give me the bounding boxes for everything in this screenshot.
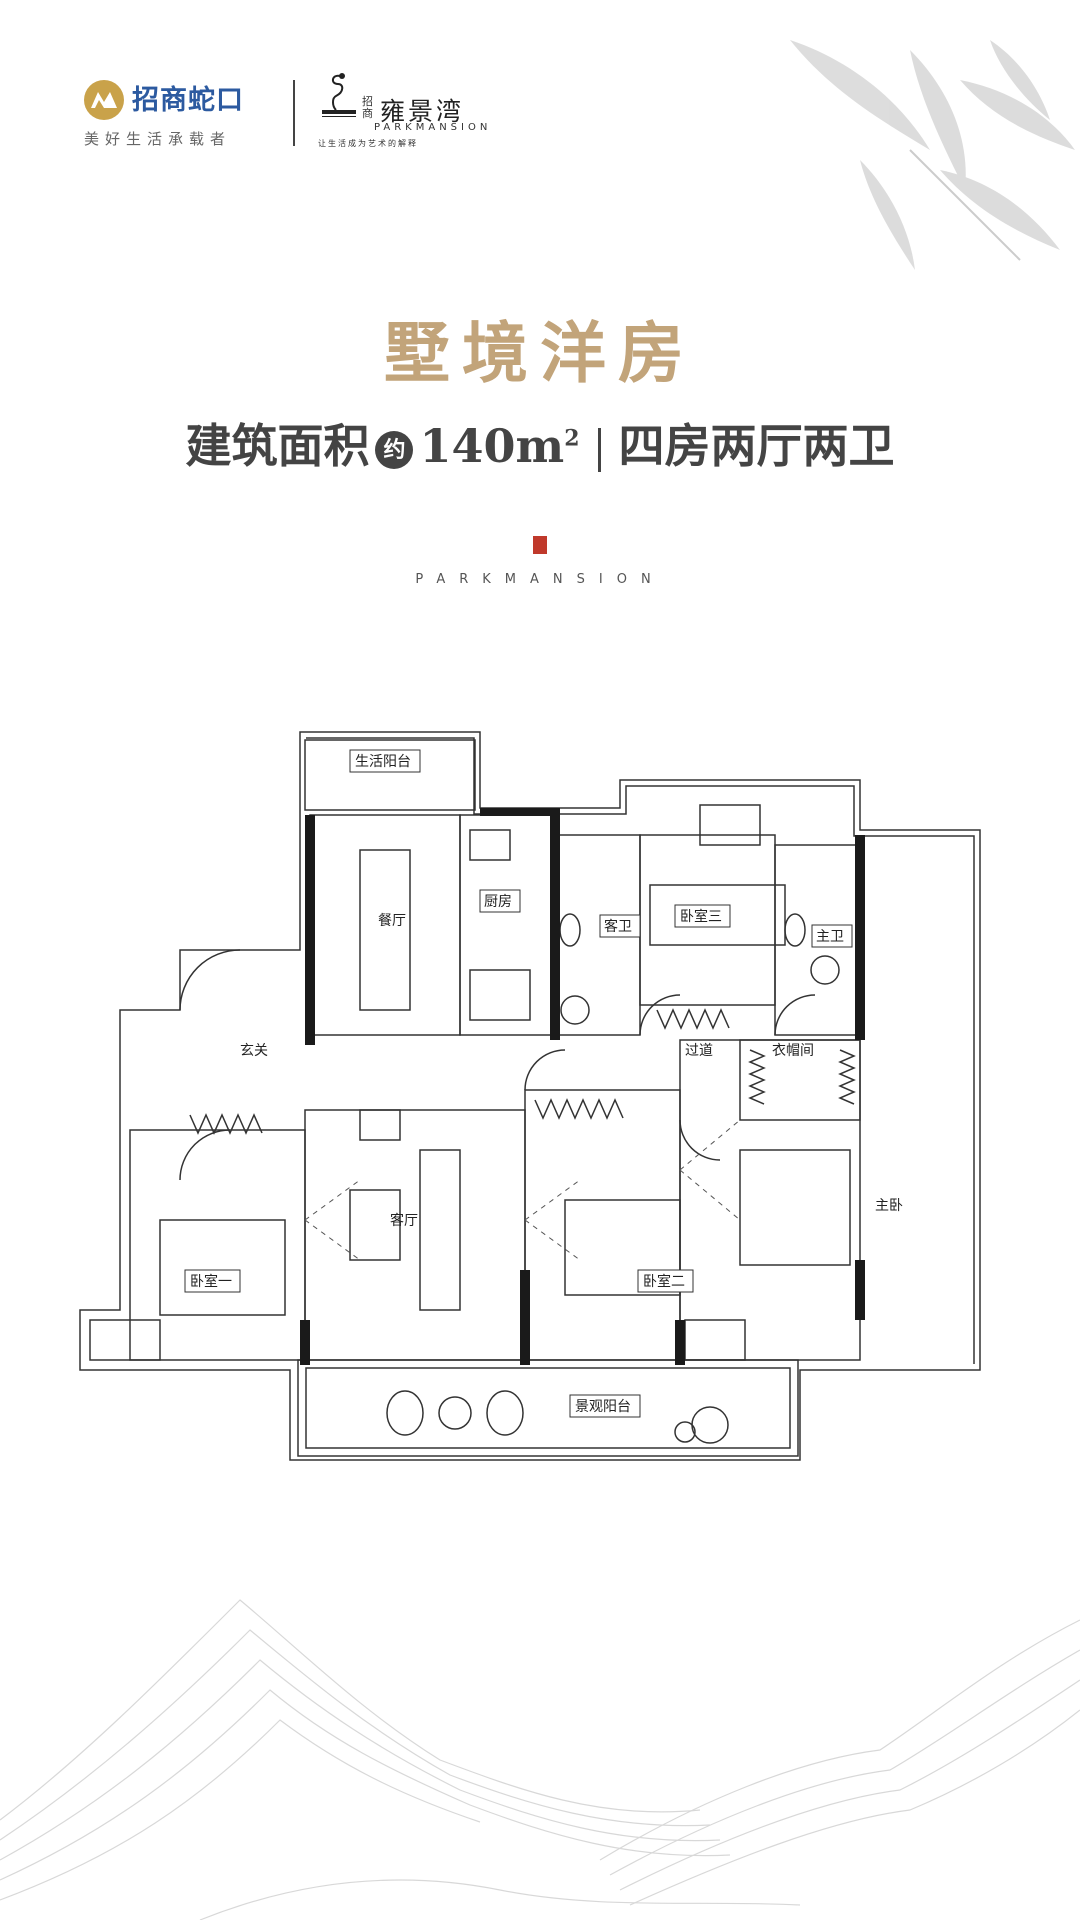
developer-brand: 招商蛇口 美好生活承载者 (82, 76, 282, 148)
view-balcony-outline (297, 1359, 799, 1457)
utility-balcony-outline (304, 739, 476, 811)
approx-badge: 约 (375, 431, 414, 469)
master-bedroom-outline (679, 1039, 861, 1361)
main-title: 墅境洋房 (384, 314, 696, 392)
project-prefix: 招商 (362, 95, 373, 120)
area-label: 建筑面积 (185, 419, 370, 473)
project-name: 雍景湾 (380, 97, 465, 126)
english-brand-line: PARKMANSION (415, 572, 665, 587)
crane-logo-icon (322, 73, 356, 117)
room-label-bedroom3: 卧室三 (680, 908, 722, 925)
brand-slogan: 美好生活承载者 (84, 130, 232, 148)
room-label-utility-balcony: 生活阳台 (355, 754, 411, 770)
bedroom2-outline (524, 1089, 681, 1361)
bamboo-leaves-decoration (790, 40, 1075, 270)
room-label-bedroom2: 卧室二 (643, 1273, 685, 1290)
room-label-corridor: 过道 (685, 1043, 713, 1059)
red-seal-icon (533, 536, 547, 554)
project-english-name: PARKMANSION (374, 122, 492, 133)
project-brand: 招商 雍景湾 PARKMANSION 让生活成为艺术的解释 (318, 70, 518, 150)
room-label-master-bedroom: 主卧 (875, 1198, 903, 1214)
room-label-guest-bath: 客卫 (604, 918, 632, 935)
outer-wall-outline (79, 731, 981, 1461)
room-label-bedroom1: 卧室一 (190, 1273, 232, 1290)
room-label-view-balcony: 景观阳台 (575, 1399, 631, 1415)
room-label-living: 客厅 (390, 1212, 418, 1229)
area-value: 140m (419, 419, 565, 473)
china-merchants-logo-icon (84, 80, 124, 120)
brand-name: 招商蛇口 (132, 85, 244, 116)
subtitle-divider (597, 428, 601, 472)
living-room-outline (304, 1109, 526, 1361)
layout-description: 四房两厅两卫 (618, 419, 895, 473)
header-divider (293, 80, 295, 146)
room-label-walk-in-closet: 衣帽间 (772, 1043, 814, 1059)
floor-plan: 生活阳台 餐厅 厨房 客卫 卧室三 主卫 玄关 过道 衣帽间 客厅 卧室一 卧室… (79, 731, 981, 1461)
room-label-dining: 餐厅 (378, 913, 406, 929)
room-label-master-bath: 主卫 (816, 929, 844, 945)
ink-mountains-decoration (0, 1599, 1080, 1920)
area-unit-superscript: 2 (564, 425, 580, 452)
kitchen-outline (459, 814, 556, 1036)
closet-outline (739, 1039, 861, 1121)
room-label-kitchen: 厨房 (484, 894, 512, 910)
project-slogan: 让生活成为艺术的解释 (318, 139, 418, 148)
room-label-entrance: 玄关 (240, 1042, 268, 1059)
bedroom1-outline (129, 1129, 306, 1361)
